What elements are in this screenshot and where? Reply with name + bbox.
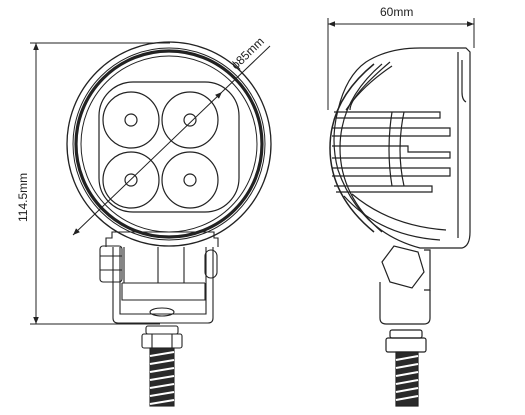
diameter-label: ϕ85mm: [228, 34, 267, 72]
side-cooling-fins: [332, 111, 451, 193]
front-view: [66, 41, 272, 407]
side-mounting-bolt: [385, 329, 427, 407]
led-bottom-right: [161, 151, 219, 209]
side-housing-outline: [333, 47, 471, 249]
diameter-dimension-line: [72, 91, 223, 236]
height-dimension: [30, 42, 170, 325]
side-bezel: [329, 63, 375, 233]
led-top-right: [161, 91, 219, 149]
front-housing-outer-ring: [66, 41, 272, 247]
height-label: 114.5mm: [16, 173, 30, 222]
front-mounting-bracket: [99, 231, 219, 324]
depth-dimension: [327, 18, 475, 110]
front-bezel-ring: [74, 49, 264, 239]
depth-label: 60mm: [380, 5, 413, 19]
front-mounting-bolt: [141, 307, 183, 407]
led-top-left: [102, 91, 160, 149]
side-mounting-bracket: [379, 245, 431, 325]
front-housing-mid-ring: [72, 47, 266, 241]
side-view: [329, 47, 471, 407]
